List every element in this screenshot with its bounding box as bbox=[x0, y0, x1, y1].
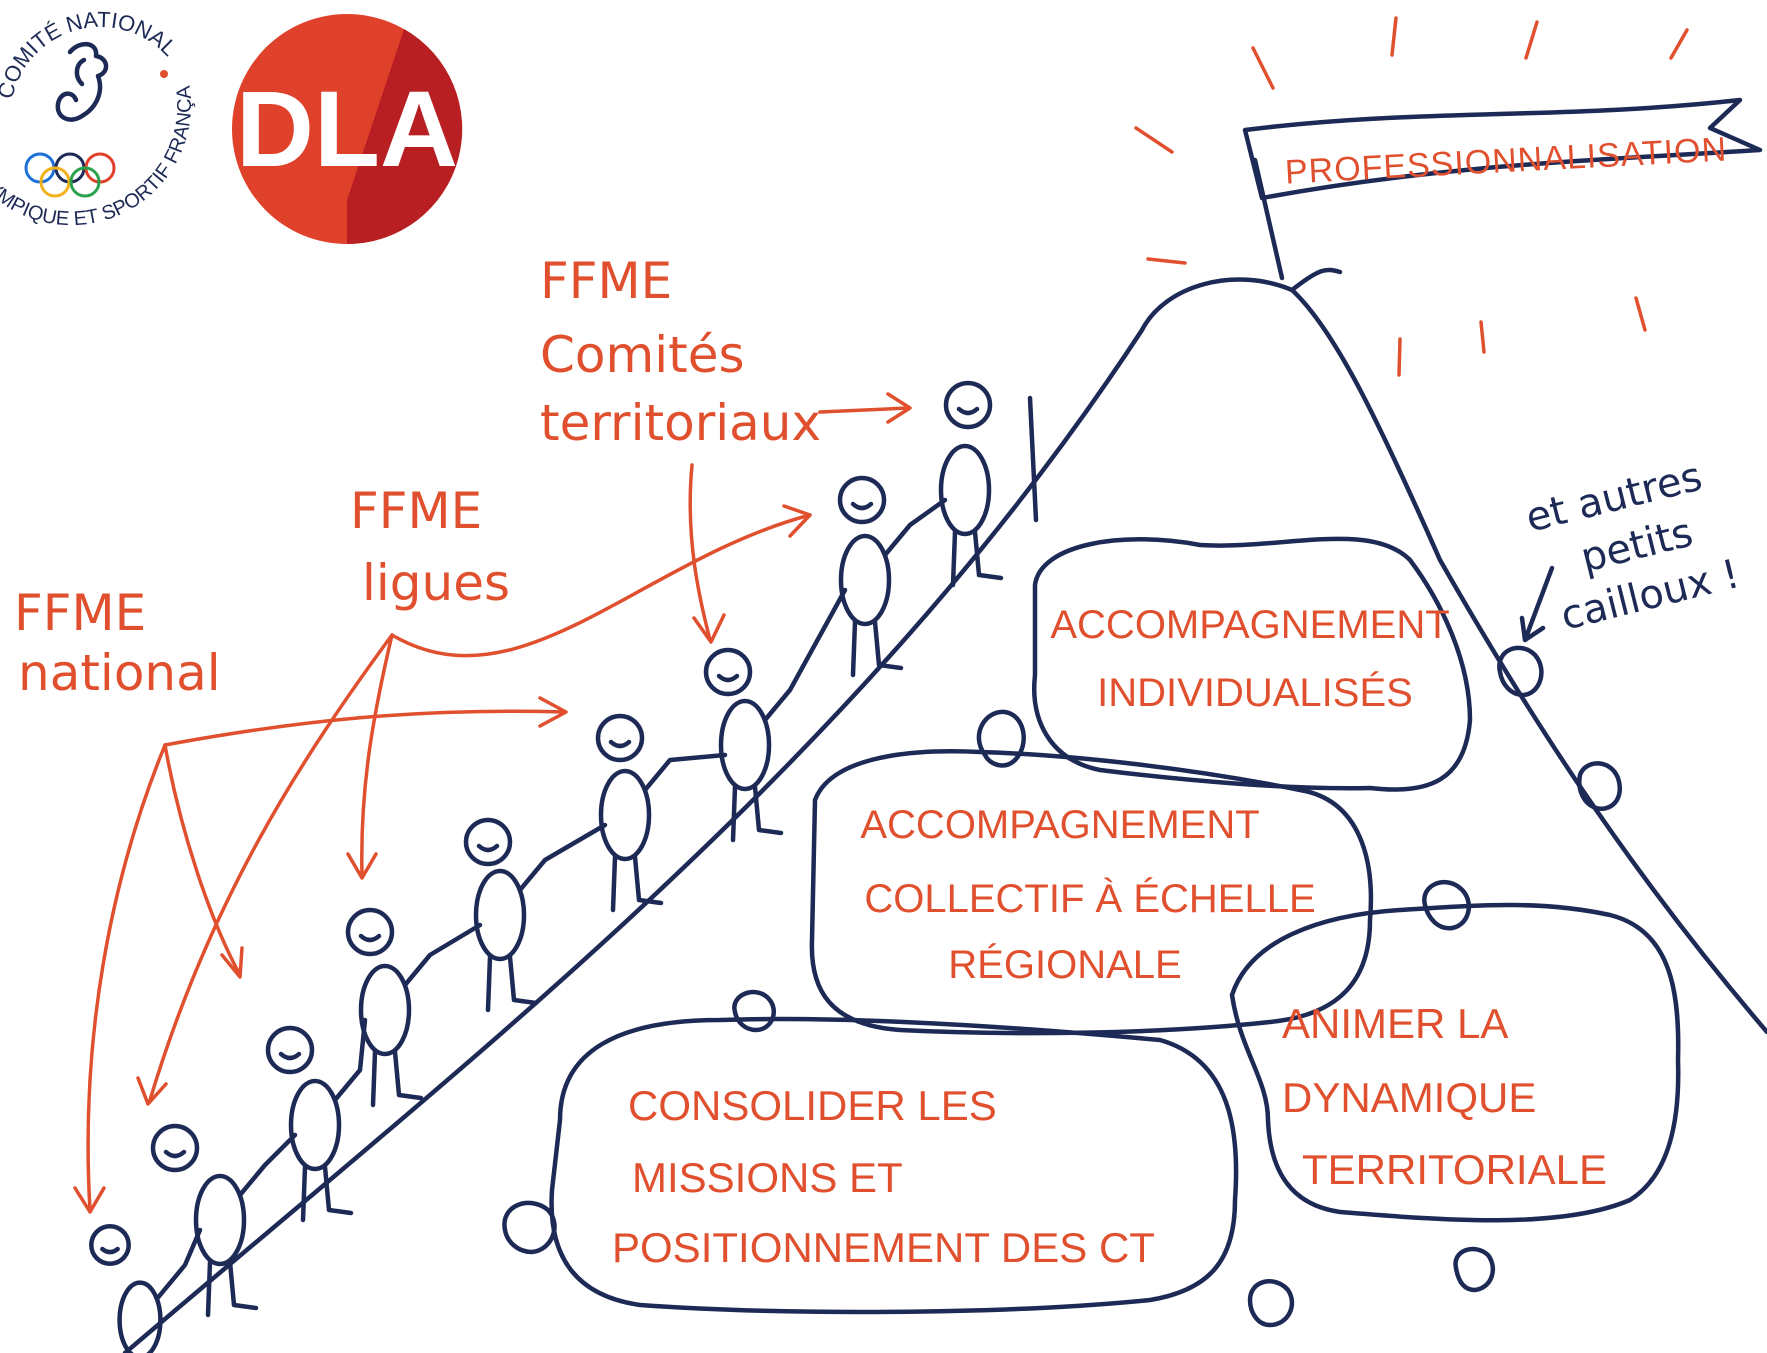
climber-head bbox=[345, 907, 395, 957]
pebble bbox=[1453, 1246, 1496, 1293]
rope-arm bbox=[517, 822, 608, 893]
rope-arm bbox=[762, 587, 848, 723]
rock-text-line: MISSIONS ET bbox=[632, 1154, 903, 1201]
climber-smile bbox=[608, 739, 632, 749]
label-line: FFME bbox=[350, 482, 482, 540]
rock-text-line: CONSOLIDER LES bbox=[628, 1082, 997, 1129]
climber-legs bbox=[370, 1049, 424, 1108]
pebble bbox=[732, 989, 776, 1033]
climbers bbox=[89, 380, 1039, 1353]
rock-text-line: TERRITORIALE bbox=[1302, 1146, 1607, 1193]
climber-smile bbox=[100, 1246, 120, 1255]
rope-arm bbox=[332, 1017, 368, 1103]
rock-accompagnement-collectif-outline bbox=[809, 749, 1374, 1036]
flag bbox=[1242, 97, 1763, 201]
pebble bbox=[1497, 645, 1544, 698]
climber-body bbox=[358, 963, 412, 1057]
rock-animer-dynamique: ANIMER LA DYNAMIQUE TERRITORIALE bbox=[1282, 1000, 1607, 1193]
pebbles-arrow bbox=[1519, 565, 1555, 643]
climber-body bbox=[598, 768, 652, 862]
rock-text-line: ACCOMPAGNEMENT bbox=[1050, 603, 1449, 647]
rock-text-line: COLLECTIF À ÉCHELLE bbox=[864, 876, 1315, 921]
climber-smile bbox=[476, 843, 500, 853]
sun-rays bbox=[1134, 16, 1689, 377]
climber-head bbox=[89, 1224, 131, 1266]
climber-head bbox=[837, 475, 887, 525]
climber-head bbox=[463, 817, 513, 867]
rock-text-line: POSITIONNEMENT DES CT bbox=[612, 1224, 1155, 1271]
rooster-icon bbox=[55, 42, 109, 122]
climber-smile bbox=[956, 406, 980, 416]
climber-smile bbox=[278, 1051, 302, 1061]
label-ffme-comites: FFME Comités territoriaux bbox=[540, 252, 821, 452]
pebble bbox=[1577, 761, 1622, 811]
dla-logo: DLA bbox=[232, 14, 463, 245]
climber-body bbox=[938, 443, 992, 537]
climber-legs bbox=[730, 784, 784, 843]
label-line: ligues bbox=[362, 554, 510, 612]
hiking-stick bbox=[1027, 395, 1039, 523]
cnosf-red-dot bbox=[160, 70, 168, 78]
rocks bbox=[502, 536, 1681, 1328]
rope-arm bbox=[237, 1132, 298, 1198]
climber-body bbox=[288, 1078, 342, 1172]
label-line: territoriaux bbox=[540, 394, 821, 452]
dla-text: DLA bbox=[236, 68, 458, 189]
climber-head bbox=[150, 1123, 200, 1173]
climber-smile bbox=[850, 501, 874, 511]
climber-smile bbox=[358, 933, 382, 943]
climber-smile bbox=[163, 1149, 187, 1159]
olympic-rings-icon bbox=[24, 152, 116, 198]
rope-arm bbox=[154, 1227, 203, 1301]
climber-legs bbox=[610, 854, 664, 913]
label-pebbles: et autres petits cailloux ! bbox=[1521, 454, 1744, 640]
rock-text-line: INDIVIDUALISÉS bbox=[1097, 670, 1413, 715]
rock-accompagnement-individualises: ACCOMPAGNEMENT INDIVIDUALISÉS bbox=[1050, 603, 1449, 715]
rope-arm bbox=[402, 922, 483, 988]
pebble bbox=[1247, 1279, 1295, 1328]
climber-head bbox=[943, 380, 993, 430]
label-line: FFME bbox=[540, 252, 672, 310]
label-line: Comités bbox=[540, 326, 745, 384]
climber-head bbox=[265, 1025, 315, 1075]
label-ffme-national: FFME national bbox=[14, 584, 221, 702]
climber-legs bbox=[950, 529, 1004, 588]
pebble bbox=[976, 709, 1026, 768]
climber-legs bbox=[485, 954, 539, 1013]
climber-legs bbox=[850, 619, 904, 678]
label-line: national bbox=[18, 644, 221, 702]
rope-arm bbox=[642, 752, 728, 793]
climber-head bbox=[595, 713, 645, 763]
climber-body bbox=[473, 868, 527, 962]
climber-legs bbox=[205, 1259, 259, 1318]
climber-body bbox=[718, 698, 772, 792]
label-line: FFME bbox=[14, 584, 146, 642]
pebble bbox=[502, 1200, 557, 1255]
rock-text-line: RÉGIONALE bbox=[948, 942, 1181, 987]
pebble bbox=[1422, 879, 1472, 931]
rope-arm bbox=[882, 497, 948, 558]
rock-consolider-outline bbox=[549, 1016, 1239, 1315]
label-arrows bbox=[73, 392, 912, 1214]
climber-smile bbox=[716, 673, 740, 683]
climber-body bbox=[193, 1173, 247, 1267]
rock-text-line: ANIMER LA bbox=[1282, 1000, 1508, 1047]
climber-legs bbox=[300, 1164, 354, 1223]
label-ffme-ligues: FFME ligues bbox=[350, 482, 510, 612]
climber-body bbox=[838, 533, 892, 627]
rock-accompagnement-collectif: ACCOMPAGNEMENT COLLECTIF À ÉCHELLE RÉGIO… bbox=[860, 803, 1315, 987]
cnosf-top-text: COMITÉ NATIONAL bbox=[0, 7, 182, 102]
rock-text-line: DYNAMIQUE bbox=[1282, 1074, 1536, 1121]
climber-head bbox=[703, 647, 753, 697]
flag-label: PROFESSIONNALISATION bbox=[1284, 130, 1728, 191]
cnosf-logo: COMITÉ NATIONAL OLYMPIQUE ET SPORTIF FRA… bbox=[0, 0, 196, 230]
climber-body bbox=[117, 1280, 163, 1353]
rock-animer-outline bbox=[1229, 902, 1681, 1223]
rock-accompagnement-individualises-outline bbox=[1032, 536, 1473, 792]
rock-text-line: ACCOMPAGNEMENT bbox=[860, 803, 1259, 847]
rock-consolider-missions: CONSOLIDER LES MISSIONS ET POSITIONNEMEN… bbox=[612, 1082, 1155, 1271]
